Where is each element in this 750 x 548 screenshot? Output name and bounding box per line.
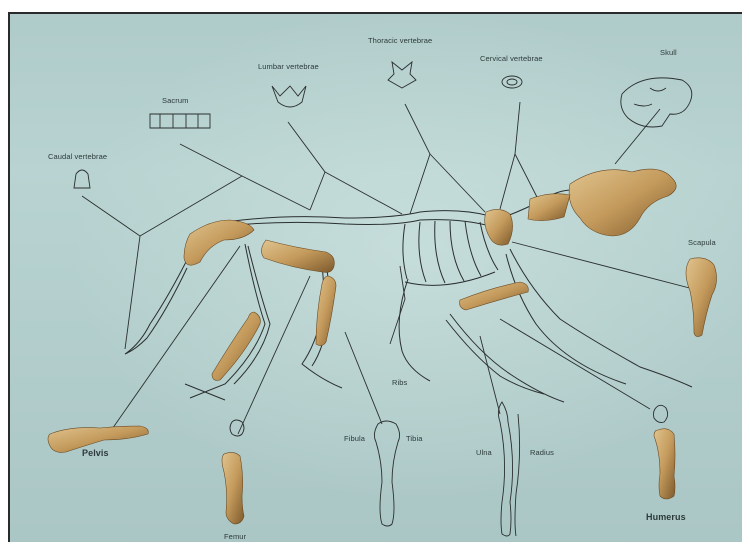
tail-drawing [125,254,190,354]
caudal-vertebrae-label: Caudal vertebrae [48,152,107,161]
fibula-label: Fibula [344,434,365,443]
ulna-sketch [498,402,512,536]
leader-caudal-tail [125,236,140,349]
leader-sacrum [180,144,242,176]
leader-caudal [82,176,310,236]
rib [403,224,407,279]
pelvis-label: Pelvis [82,448,109,458]
leader-scapula [512,242,705,292]
vertebra-sketches [74,62,692,188]
leader-skull [615,109,660,164]
scapula-bone [686,258,717,337]
lumbar-vertebrae-label: Lumbar vertebrae [258,62,319,71]
scapula-label: Scapula [688,238,716,247]
caudal-vertebra-sketch [74,170,90,188]
leader-cervical [500,102,520,209]
cervical-vertebra-sketch [502,76,522,88]
humerus-bone-in-skeleton [460,282,529,310]
cervical-bone [528,194,570,221]
skull-bone [569,169,676,236]
femur-label: Femur [224,532,246,541]
ribs-label: Ribs [392,378,407,387]
leader-ribs [390,266,405,344]
radius-label: Radius [530,448,554,457]
real-bones [48,169,717,524]
pelvis-bone-in-skeleton [184,220,254,265]
humerus-label: Humerus [646,512,686,522]
humerus-sketch [654,405,668,422]
rib [450,221,464,281]
tibia-label: Tibia [406,434,422,443]
leader-ulna [480,336,500,414]
leader-fibula-tibia [345,332,382,424]
lumbar-vertebra-sketch [272,86,306,107]
leader-lumbar [288,122,325,210]
rib [465,221,481,276]
leader-thoracic [405,104,430,214]
thoracic-vertebra-sketch [388,62,416,88]
leader-lumbar-2 [325,172,402,214]
rib [435,221,445,283]
leader-humerus [500,319,650,409]
cervical-vertebrae-label: Cervical vertebrae [480,54,543,63]
sacrum-label: Sacrum [162,96,188,105]
femur-bone-in-skeleton [261,240,334,272]
foreleg-drawing [510,249,692,387]
leader-pelvis [110,246,240,432]
scapula-bone-in-skeleton [485,209,513,245]
skeleton-diagram [10,14,742,542]
thoracic-vertebrae-label: Thoracic vertebrae [368,36,432,45]
humerus-bone [654,429,675,499]
rib-floating [399,279,430,381]
tibia-bone-in-skeleton [316,276,336,346]
ulna-label: Ulna [476,448,492,457]
tibia-fibula-sketch [374,421,399,526]
femur-head-sketch [230,420,244,436]
leader-thoracic-2 [430,154,485,212]
hindfoot-bone [212,312,260,380]
sacrum-sketch [150,114,210,128]
leader-cervical-2 [515,154,538,199]
skull-label: Skull [660,48,677,57]
rib [419,222,426,282]
skeleton-photo: Caudal vertebrae Sacrum Lumbar vertebrae… [8,12,742,542]
skull-sketch [621,78,692,127]
femur-bone [222,452,244,524]
bone-sketches [230,402,668,536]
